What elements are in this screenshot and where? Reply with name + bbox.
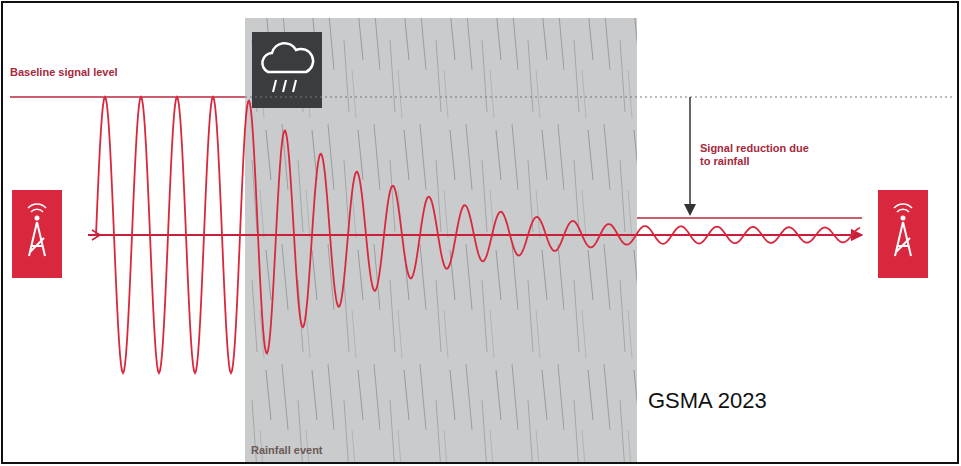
baseline-line: [10, 96, 245, 98]
reduction-label: Signal reduction due to rainfall: [700, 142, 810, 168]
band-label: Rainfall event: [251, 444, 637, 456]
tower-icon: [12, 190, 62, 278]
rain-streaks: [245, 18, 637, 462]
baseline-dotted: [245, 96, 955, 97]
rain-band: [245, 18, 637, 462]
reduction-arrow: [689, 97, 691, 213]
reduction-arrowhead: [684, 204, 696, 216]
tower-icon: [878, 190, 928, 278]
baseline-label: Baseline signal level: [10, 66, 118, 79]
reduced-level-line: [637, 217, 862, 219]
source-note: GSMA 2023: [648, 388, 767, 414]
signal-wave: [96, 97, 860, 373]
rain-band: Rainfall event: [245, 18, 637, 462]
